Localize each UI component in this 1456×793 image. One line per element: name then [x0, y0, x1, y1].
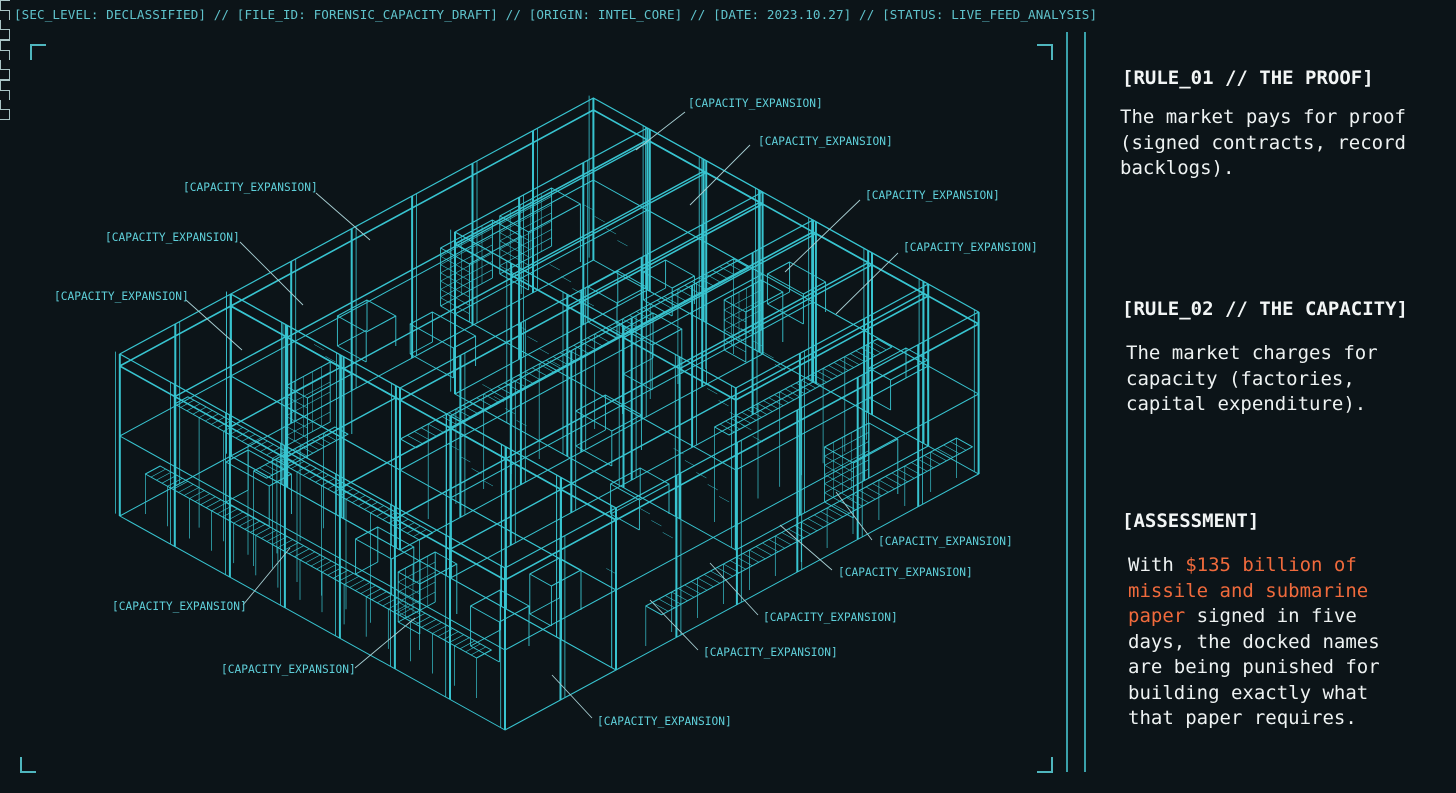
factory-structure: [115, 95, 980, 731]
assessment-panel: [ASSESSMENT] With $135 billion of missil…: [0, 80, 1456, 729]
callout-leader-line: [185, 299, 243, 351]
callout-layer: [CAPACITY_EXPANSION] [CAPACITY_EXPANSION]…: [54, 97, 1038, 728]
assessment-suffix: signed in five days, the docked names ar…: [1128, 605, 1380, 729]
assessment-body: With $135 billion of missile and submari…: [1128, 553, 1380, 732]
callout-leader-line: [242, 547, 291, 606]
capacity-expansion-callout: [CAPACITY_EXPANSION]: [878, 535, 1013, 548]
callout-leader-line: [779, 524, 833, 571]
factory-blueprint: [CAPACITY_EXPANSION] [CAPACITY_EXPANSION]…: [54, 95, 1038, 731]
panel-corner-bottom-left: [20, 757, 36, 773]
callout-leader-line: [551, 674, 593, 719]
capacity-expansion-callout: [CAPACITY_EXPANSION]: [221, 663, 356, 676]
capacity-expansion-callout: [CAPACITY_EXPANSION]: [758, 135, 893, 148]
rule-02-title: [RULE_02 // THE CAPACITY]: [1122, 298, 1408, 320]
panel-corner-bottom-right: [1037, 757, 1053, 773]
rule-01-panel: [RULE_01 // THE PROOF] The market pays f…: [0, 0, 1456, 179]
capacity-expansion-callout: [CAPACITY_EXPANSION]: [903, 241, 1038, 254]
callout-leader-line: [315, 192, 371, 241]
capacity-expansion-callout: [CAPACITY_EXPANSION]: [865, 189, 1000, 202]
capacity-expansion-callout: [CAPACITY_EXPANSION]: [105, 231, 240, 244]
callout-leader-line: [835, 491, 873, 541]
callout-leader-line: [784, 199, 861, 273]
capacity-expansion-callout: [CAPACITY_EXPANSION]: [54, 290, 189, 303]
capacity-expansion-callout: [CAPACITY_EXPANSION]: [838, 566, 973, 579]
rule-01-body: The market pays for proof (signed contra…: [1120, 106, 1406, 179]
panel-divider-line: [1066, 32, 1068, 772]
capacity-expansion-callout: [CAPACITY_EXPANSION]: [112, 600, 247, 613]
panel-corner-top-right: [1037, 44, 1053, 60]
rule-01-title: [RULE_01 // THE PROOF]: [1122, 67, 1374, 89]
classification-header: [SEC_LEVEL: DECLASSIFIED] // [FILE_ID: F…: [14, 7, 1098, 22]
rule-02-body: The market charges for capacity (factori…: [1126, 342, 1378, 415]
assessment-highlight: $135 billion of missile and submarine pa…: [1128, 554, 1369, 627]
rule-02-panel: [RULE_02 // THE CAPACITY] The market cha…: [0, 40, 1456, 415]
callout-leader-line: [239, 241, 304, 306]
capacity-expansion-callout: [CAPACITY_EXPANSION]: [763, 611, 898, 624]
assessment-prefix: With: [1128, 554, 1186, 576]
capacity-expansion-callout: [CAPACITY_EXPANSION]: [703, 646, 838, 659]
callout-leader-line: [635, 111, 686, 151]
callout-leader-line: [689, 144, 751, 206]
assessment-title: [ASSESSMENT]: [1122, 510, 1260, 532]
capacity-expansion-callout: [CAPACITY_EXPANSION]: [183, 181, 318, 194]
panel-divider-line-2: [1084, 32, 1086, 772]
capacity-expansion-callout: [CAPACITY_EXPANSION]: [688, 97, 823, 110]
capacity-expansion-callout: [CAPACITY_EXPANSION]: [597, 715, 732, 728]
callout-leader-line: [835, 252, 899, 315]
panel-corner-top-left: [30, 44, 46, 60]
callout-leader-line: [649, 599, 699, 651]
callout-leader-line: [354, 617, 416, 669]
callout-leader-line: [709, 562, 759, 616]
